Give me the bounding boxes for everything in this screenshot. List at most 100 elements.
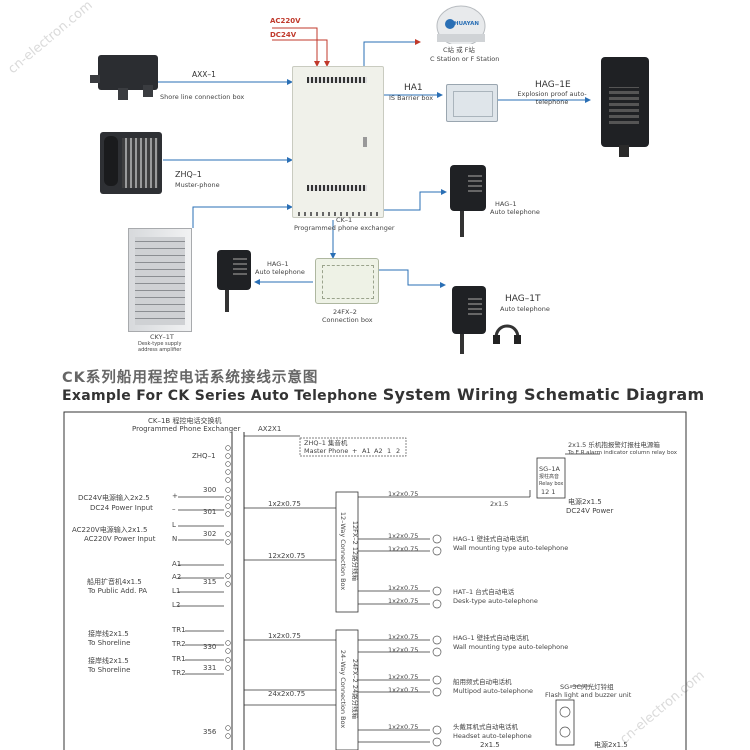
sch-term-L2: L2	[172, 601, 181, 609]
cky-rack	[128, 228, 192, 332]
sch-dc-cn: DC24V电源输入2x2.5	[78, 494, 150, 502]
sch-zhq-pin-3: A2	[374, 447, 383, 455]
hag1-top-phone	[450, 165, 486, 237]
hag1-left-phone	[217, 250, 251, 312]
axx-desc: Shore line connection box	[160, 93, 245, 101]
sch-relay-en: To E.R.alarm indicator column relay box	[568, 450, 677, 456]
zhq-desc: Muster-phone	[175, 181, 220, 189]
hag1t-code: HAG–1T	[505, 294, 541, 304]
sch-shore2-en: To Shoreline	[88, 666, 131, 674]
sch-zhq-pin-1: +	[352, 447, 358, 455]
sch-term-tr2b: TR2	[172, 669, 186, 677]
power-ac-label: AC220V	[270, 17, 301, 25]
cky-desc2: address amplifier	[138, 347, 182, 353]
c-station-dome: HUAYAN	[432, 2, 490, 44]
fx-box	[315, 258, 379, 304]
sch-cable-12x2: 12x2x0.75	[268, 552, 306, 560]
sch-shore2-cn: 接岸线2x1.5	[88, 657, 129, 665]
sch-head-en: Headset auto-telephone	[453, 732, 532, 740]
sch-c-2x15: 2x1.5	[490, 500, 509, 508]
fx-code: 24FX–2	[333, 308, 357, 316]
sch-desk-cn: HAT–1 台式自动电话	[453, 588, 515, 596]
sch-zhq-pin-4: 1	[387, 447, 392, 455]
sch-zhq-label: ZHQ–1	[192, 452, 216, 460]
sch-sg1-pins: 12 1	[541, 488, 556, 496]
sch-multi-cn: 船用频式自动电话机	[453, 678, 512, 686]
title-english-part-b: System Wiring Schematic Diagram	[382, 385, 705, 404]
c-station-cn: C站 或 F站	[443, 46, 475, 54]
sch-term-A2: A2	[172, 573, 182, 581]
sch-pa-cn: 船用扩音机4x1.5	[87, 578, 142, 586]
sch-pa-en: To Public Add. PA	[88, 587, 148, 595]
sch-wall2-cn: HAG–1 壁挂式自动电话机	[453, 634, 529, 642]
zhq-phone	[100, 132, 162, 194]
sch-wall2-en: Wall mounting type auto-telephone	[453, 643, 569, 651]
sch-sg1: SG–1A	[539, 465, 560, 473]
sch-zhq-pin-5: 2	[396, 447, 401, 455]
sch-ck-cn: CK–1B 程控电话交换机	[148, 417, 222, 425]
sch-cable-1x2: 1x2x0.75	[268, 500, 301, 508]
ha1-code: HA1	[404, 83, 423, 93]
sch-zhq-pin-2: A1	[362, 447, 371, 455]
sch-fx12-cn: 12FX–2 12路分线箱	[351, 520, 359, 582]
ha1-box	[446, 84, 498, 122]
sch-term-L1: L1	[172, 587, 181, 595]
sch-c3: 1x2x0.75	[388, 545, 419, 553]
sch-ck-en: Programmed Phone Exchanger	[132, 425, 241, 433]
sch-c4: 1x2x0.75	[388, 584, 419, 592]
headset-icon	[492, 318, 522, 346]
sch-term-tr1a: TR1	[172, 626, 186, 634]
hag1e-desc: Explosion proof auto-telephone	[517, 90, 587, 106]
sch-row-300: 300	[203, 486, 217, 494]
hag1e-code: HAG–1E	[535, 80, 571, 90]
axx-box	[90, 55, 158, 100]
cky-desc: Desk-type supply	[138, 341, 182, 347]
sch-sg1-sub2: Relay box	[539, 481, 564, 487]
sch-shore1-en: To Shoreline	[88, 639, 131, 647]
title-english: Example For CK Series Auto Telephone Sys…	[62, 385, 704, 404]
sch-ac-en: AC220V Power Input	[84, 535, 156, 543]
hag1t-phone	[452, 286, 486, 354]
cky-code: CKY–1T	[150, 333, 174, 341]
sch-pw2-cn: 电源2x1.5	[594, 741, 628, 749]
axx-code: AXX–1	[192, 70, 216, 79]
sch-c9: 1x2x0.75	[388, 686, 419, 694]
sch-desk-en: Desk-type auto-telephone	[453, 597, 538, 605]
sch-term-tr2a: TR2	[172, 640, 186, 648]
ha1-desc: IS Barrier box	[389, 94, 434, 102]
hag1t-desc: Auto telephone	[500, 305, 550, 313]
sch-zhq-box-cn: ZHQ–1 集音机	[304, 439, 348, 447]
sch-term-minus: –	[172, 505, 176, 513]
ck-code: CK–1	[336, 216, 353, 224]
title-chinese: CK系列船用程控电话系统接线示意图	[62, 370, 319, 386]
sch-row-330: 330	[203, 643, 217, 651]
hag1-top-desc: Auto telephone	[490, 208, 540, 216]
sch-c7: 1x2x0.75	[388, 646, 419, 654]
sch-c10: 1x2x0.75	[388, 723, 419, 731]
hag1-left-desc: Auto telephone	[255, 268, 305, 276]
sch-pw-cn: 电源2x1.5	[568, 498, 602, 506]
sch-wall1-cn: HAG–1 壁挂式自动电话机	[453, 535, 529, 543]
sch-flash-en: Flash light and buzzer unit	[545, 691, 632, 699]
title-english-part-a: Example For CK Series Auto Telephone	[62, 388, 383, 404]
sch-fx24-label: 24–Way Connection Box	[339, 649, 347, 729]
sch-head-cn: 头戴耳机式自动电话机	[453, 723, 518, 731]
sch-row-331: 331	[203, 664, 217, 672]
sch-pw-en: DC24V Power	[566, 507, 614, 515]
hag1e-phone	[601, 57, 649, 157]
ck-exchanger	[292, 66, 384, 218]
sch-relay-cn: 2x1.5 乐机抱报警灯报柱电源箱	[568, 441, 660, 449]
sch-flash-cn: SG–3C闪光灯铃组	[560, 683, 614, 691]
sch-c1: 1x2x0.75	[388, 490, 419, 498]
sch-term-tr1b: TR1	[172, 655, 186, 663]
sch-shore1-cn: 接岸线2x1.5	[88, 630, 129, 638]
sch-row-356: 356	[203, 728, 217, 736]
c-station-brand: HUAYAN	[454, 21, 479, 27]
sch-term-N: N	[172, 535, 178, 543]
sch-c8: 1x2x0.75	[388, 673, 419, 681]
sch-ax: AX2X1	[258, 425, 282, 433]
sch-fx12-label: 12–Way Connection Box	[339, 511, 347, 591]
sch-dc-en: DC24 Power Input	[90, 504, 153, 512]
sch-term-A1: A1	[172, 560, 182, 568]
